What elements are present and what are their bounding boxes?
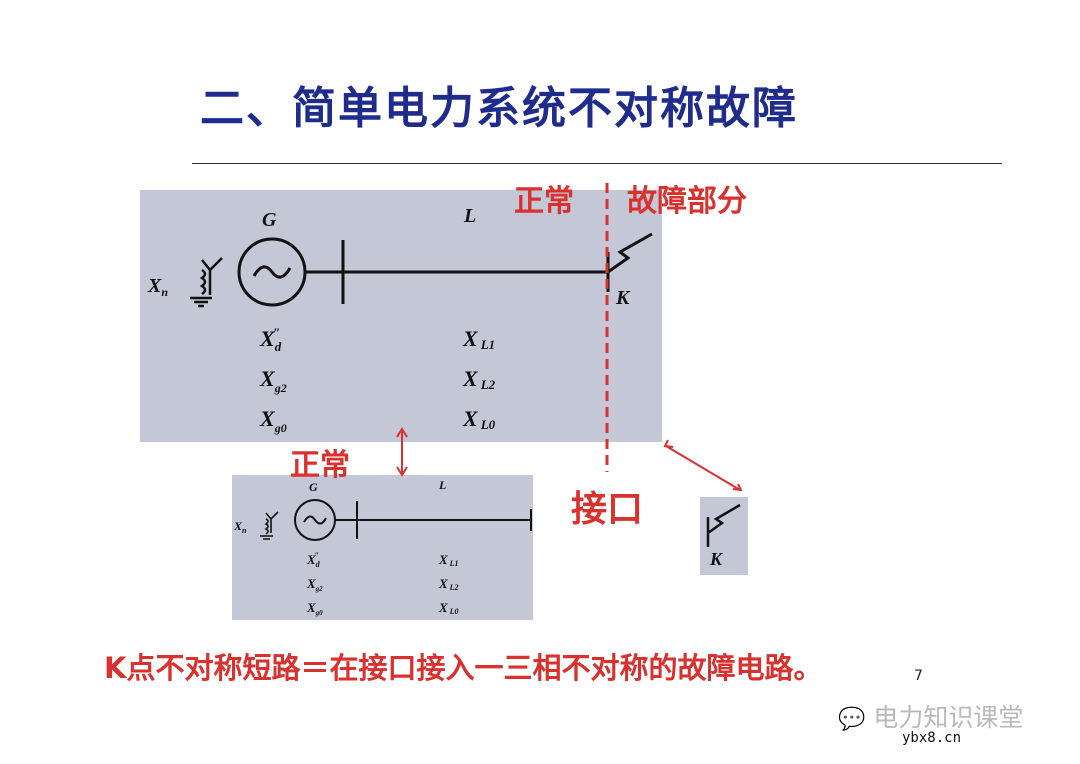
gen-reactance-d: Xd″ bbox=[306, 551, 321, 569]
fault-point-label: K bbox=[709, 549, 724, 569]
gen-reactance-0: Xg0 bbox=[259, 406, 287, 435]
line-label: L bbox=[463, 205, 476, 227]
fault-part-diagram: K bbox=[700, 497, 748, 575]
watermark-text: 电力知识课堂 bbox=[873, 703, 1024, 732]
neutral-reactance-label: Xn bbox=[147, 275, 168, 299]
line-label: L bbox=[438, 478, 446, 492]
neutral-reactance-label: Xn bbox=[233, 519, 247, 535]
grounded-wye-icon bbox=[190, 257, 223, 308]
site-watermark: ybx8.cn bbox=[902, 730, 962, 746]
label-interface: 接口 bbox=[571, 489, 644, 530]
page-number: 7 bbox=[914, 668, 923, 684]
label-fault-part: 故障部分 bbox=[627, 184, 747, 219]
fault-lightning-icon bbox=[707, 503, 741, 535]
title-divider bbox=[192, 163, 1002, 164]
diagonal-double-arrow-icon bbox=[663, 439, 743, 492]
double-arrow-icon bbox=[396, 427, 408, 477]
label-normal-top: 正常 bbox=[514, 184, 574, 219]
grounded-wye-icon bbox=[260, 511, 279, 540]
caption: K点不对称短路＝在接口接入一三相不对称的故障电路。 bbox=[104, 651, 823, 685]
gen-reactance-2: Xg2 bbox=[259, 366, 287, 395]
fault-point-label: K bbox=[615, 287, 631, 309]
slide-title: 二、简单电力系统不对称故障 bbox=[200, 83, 798, 134]
generator-label: G bbox=[262, 209, 277, 231]
watermark: 💬 电力知识课堂 bbox=[838, 698, 1023, 734]
fault-lightning-icon bbox=[607, 232, 653, 274]
gen-reactance-d: Xd″ bbox=[259, 325, 282, 354]
gen-reactance-0: Xg0 bbox=[306, 600, 323, 617]
gen-reactance-2: Xg2 bbox=[306, 576, 323, 593]
wechat-icon: 💬 bbox=[838, 707, 866, 732]
generator-label: G bbox=[309, 480, 318, 494]
label-normal-bottom: 正常 bbox=[290, 448, 350, 483]
